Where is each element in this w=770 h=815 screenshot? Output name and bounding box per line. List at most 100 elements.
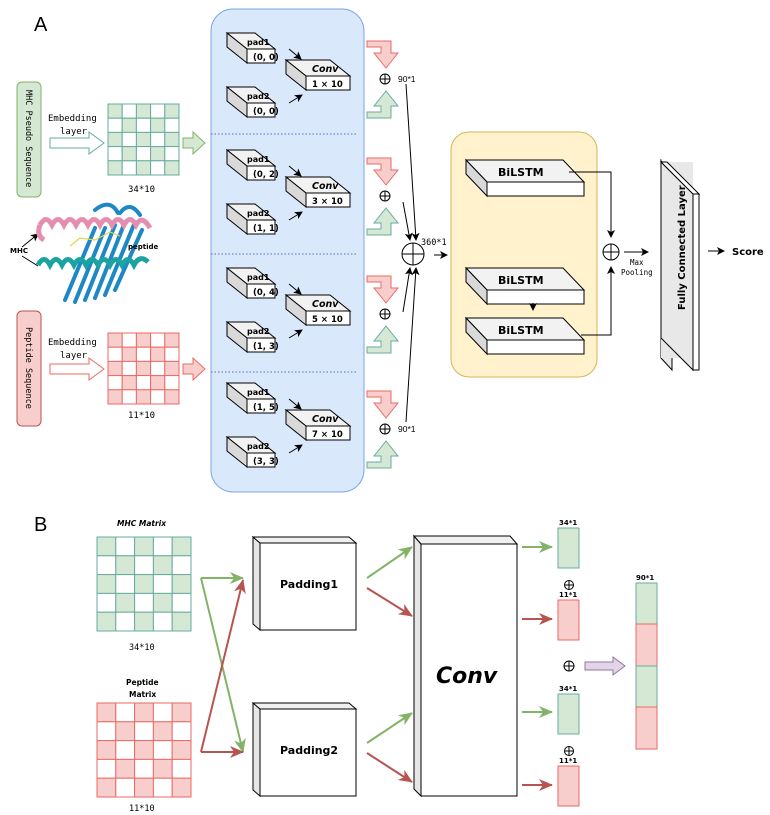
matrix-cell	[115, 536, 136, 557]
matrix-cell	[96, 592, 117, 613]
matrix-cell	[171, 740, 192, 760]
mhc-embedding-arrow	[49, 131, 105, 155]
matrix-cell	[134, 536, 154, 557]
matrix-cell	[135, 103, 152, 119]
matrix-cell	[171, 721, 192, 742]
matrix-cell	[107, 332, 123, 348]
pad1-box: pad1(0, 2)	[225, 148, 279, 182]
matrix-cell	[121, 346, 137, 362]
matrix-cell	[152, 592, 173, 613]
matrix-cell	[171, 702, 192, 723]
matrix-cell	[135, 332, 152, 348]
mhc-matrix-size: 34*10	[128, 185, 155, 195]
vector-size-label: 34*1	[559, 519, 577, 527]
concat-plus-icon	[563, 660, 575, 672]
plus-icon	[379, 308, 391, 320]
matrix-cell	[96, 536, 117, 557]
plus-icon	[564, 580, 574, 590]
matrix-cell	[115, 721, 136, 742]
matrix-cell	[164, 160, 180, 176]
pad2-box-value: (3, 3)	[253, 457, 279, 467]
mhc-peptide-structure-image: MHC peptide	[10, 202, 159, 304]
vector-size-label: 11*1	[559, 757, 577, 765]
matrix-cell	[152, 721, 173, 742]
matrix-cell	[115, 574, 136, 594]
matrix-cell	[135, 146, 152, 162]
pad2-to-conv-arrow	[288, 444, 303, 454]
pad2-to-conv-arrow	[288, 329, 303, 339]
matrix-cell	[164, 346, 180, 362]
concat-size-label: 360*1	[421, 238, 447, 248]
feature-vector: 11*1	[557, 746, 580, 807]
matrix-cell	[152, 740, 173, 760]
conv-panel	[210, 8, 365, 493]
matrix-cell	[121, 360, 137, 377]
mhc-feature-arrow	[366, 325, 400, 354]
score-label: Score	[732, 247, 764, 258]
bilstm-block: BiLSTM	[464, 266, 586, 306]
matrix-cell	[121, 117, 137, 133]
matrix-cell	[135, 389, 152, 405]
mhc-matrix-size-b: 34*10	[129, 643, 155, 653]
pad1-box-title: pad1	[247, 38, 270, 47]
peptide-to-conv-arrow	[182, 356, 206, 382]
pad1-to-conv-arrow	[288, 48, 302, 60]
conv-label: Conv	[436, 664, 498, 689]
matrix-cell	[134, 574, 154, 594]
matrix-cell	[164, 389, 180, 405]
structure-mhc-label: MHC	[10, 247, 28, 255]
matrix-cell	[152, 555, 173, 576]
matrix-cell	[96, 574, 117, 594]
padding1-green-arrow	[366, 546, 413, 579]
mhc-to-conv-arrow	[182, 130, 206, 156]
peptide-matrix-title-2: Matrix	[129, 690, 156, 699]
plus-icon	[379, 73, 391, 85]
matrix-cell	[164, 146, 180, 162]
padding1-label: Padding1	[280, 578, 338, 591]
matrix-cell	[121, 375, 137, 391]
flow-line	[402, 201, 413, 241]
pad2-box: pad2(0, 0)	[225, 85, 279, 119]
pad1-box-title: pad1	[247, 155, 270, 164]
conv-box-title: Conv	[312, 299, 339, 310]
matrix-cell	[115, 592, 136, 613]
matrix-cell	[150, 117, 166, 133]
peptide-matrix-size-b: 11*10	[129, 804, 155, 814]
conv-box-value: 3 × 10	[312, 197, 343, 207]
mhc-embedding-label-2: layer	[60, 127, 88, 137]
matrix-cell	[150, 131, 166, 148]
concat-arrow	[584, 656, 626, 676]
padding2-green-arrow	[366, 712, 413, 744]
pad1-box-title: pad1	[247, 273, 270, 282]
conv-box-value: 1 × 10	[312, 80, 343, 90]
matrix-cell	[135, 346, 152, 362]
sum-size-label: 90*1	[398, 74, 416, 84]
matrix-cell	[134, 740, 154, 760]
matrix-cell	[107, 389, 123, 405]
matrix-cell	[135, 375, 152, 391]
peptide-embedding-arrow	[49, 357, 105, 381]
peptide-embedding-label: Embedding	[48, 338, 97, 348]
matrix-cell	[150, 389, 166, 405]
flow-line	[402, 267, 413, 313]
matrix-cell	[115, 758, 136, 779]
matrix-cell	[135, 360, 152, 377]
padding1-block: Padding1	[251, 535, 358, 632]
mhc-matrix-title: MHC Matrix	[117, 519, 167, 528]
pad2-to-conv-arrow	[288, 94, 303, 104]
matrix-cell	[107, 346, 123, 362]
plus-icon	[379, 190, 391, 202]
matrix-cell	[121, 146, 137, 162]
pad2-box-title: pad2	[247, 327, 269, 336]
matrix-cell	[152, 777, 173, 798]
matrix-cell	[152, 702, 173, 723]
flow-line	[405, 267, 420, 423]
matrix-cell	[134, 777, 154, 798]
matrix-cell	[150, 160, 166, 176]
bilstm3-output-line	[581, 266, 615, 336]
